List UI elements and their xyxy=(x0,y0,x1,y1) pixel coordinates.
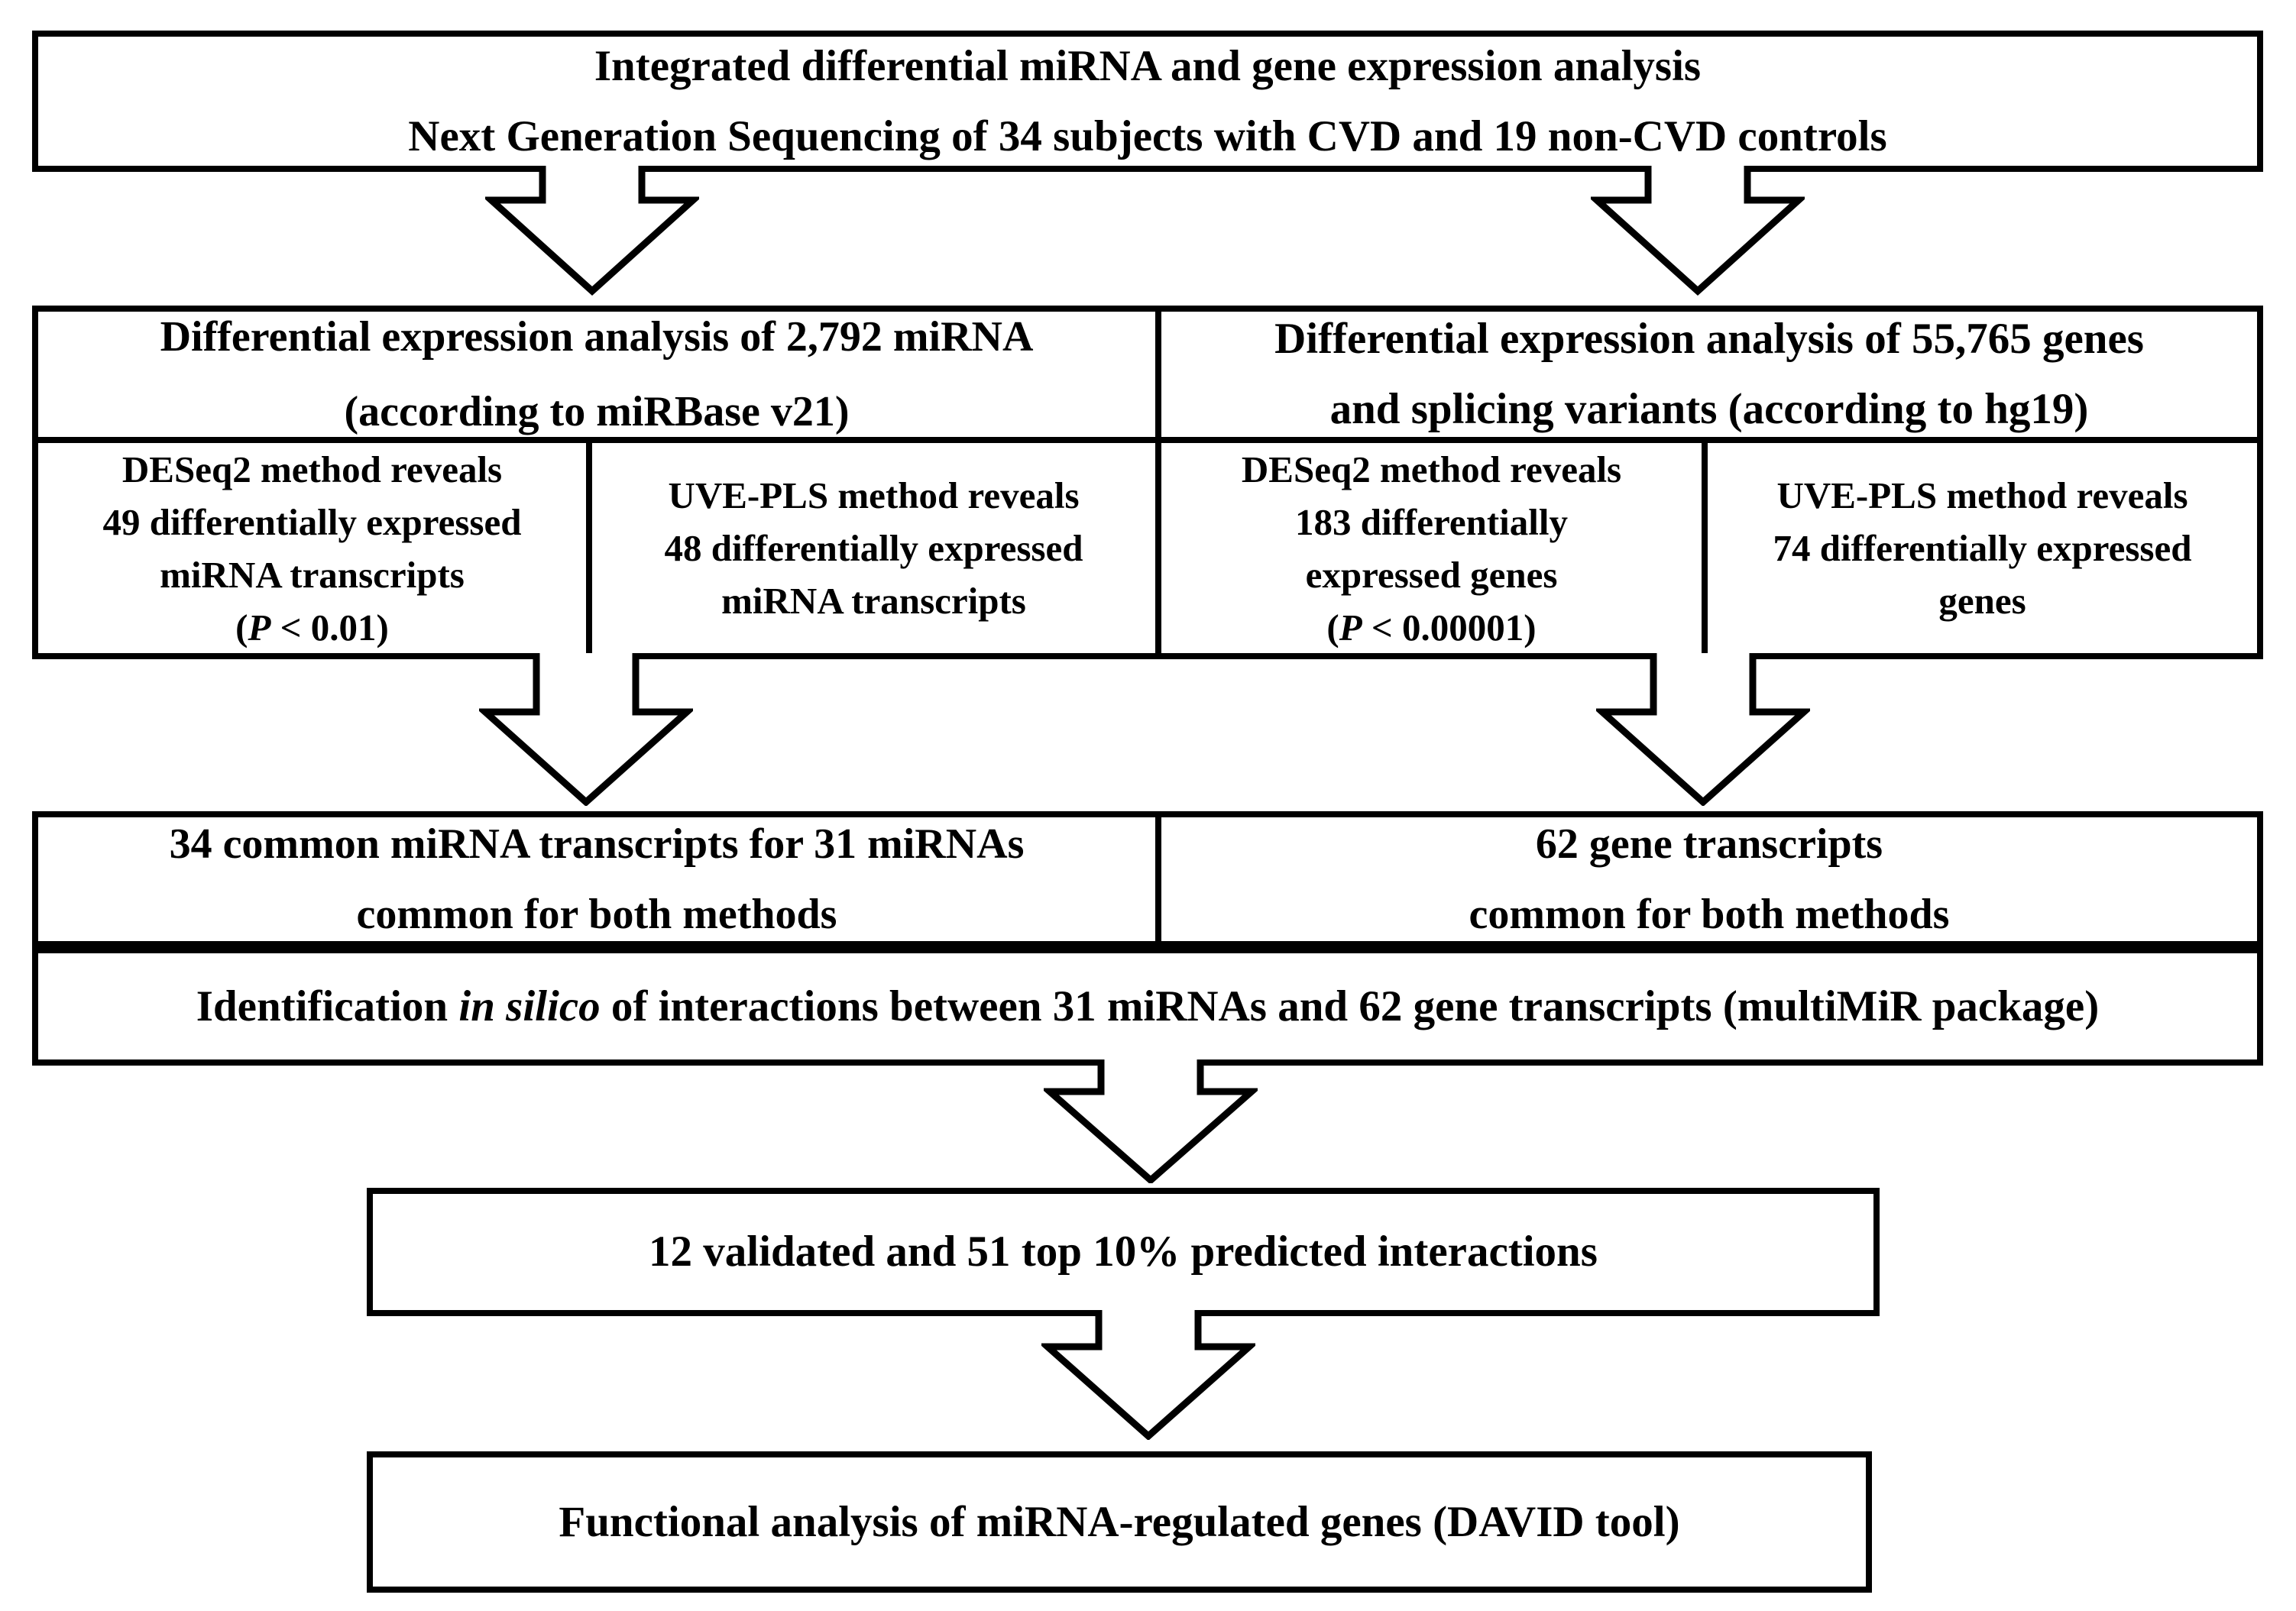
mirna-header-line1: Differential expression analysis of 2,79… xyxy=(160,313,1034,361)
down-arrow-icon xyxy=(1591,166,1805,296)
mirna-deseq2-pvalue: (P < 0.01) xyxy=(235,601,389,654)
pvalue-open: ( xyxy=(1326,606,1339,649)
genes-uvepls-box: UVE-PLS method reveals 74 differentially… xyxy=(1702,437,2263,659)
insilico-italic: in silico xyxy=(458,982,601,1030)
genes-uvepls-line1: UVE-PLS method reveals xyxy=(1776,474,2188,516)
top-box-line1: Integrated differential miRNA and gene e… xyxy=(594,41,1702,90)
down-arrow-icon xyxy=(1044,1059,1258,1183)
down-arrow-icon xyxy=(479,653,693,806)
mirna-common-line2: common for both methods xyxy=(356,891,837,938)
top-box: Integrated differential miRNA and gene e… xyxy=(32,31,2263,172)
validated-box: 12 validated and 51 top 10% predicted in… xyxy=(367,1188,1880,1316)
genes-deseq2-line2: 183 differentially xyxy=(1294,500,1569,543)
mirna-deseq2-line1: DESeq2 method reveals xyxy=(121,448,503,490)
genes-deseq2-box: DESeq2 method reveals 183 differentially… xyxy=(1155,437,1708,659)
genes-uvepls-line2: 74 differentially expressed xyxy=(1773,527,2192,569)
insilico-box: Identification in silico of interactions… xyxy=(32,947,2263,1066)
down-arrow-icon xyxy=(1041,1310,1255,1440)
pvalue-rest: < 0.00001) xyxy=(1362,606,1537,649)
genes-deseq2-pvalue: (P < 0.00001) xyxy=(1326,601,1536,654)
genes-header-box: Differential expression analysis of 55,7… xyxy=(1155,306,2263,443)
genes-deseq2-line3: expressed genes xyxy=(1305,553,1558,596)
mirna-uvepls-line2: 48 differentially expressed xyxy=(664,527,1083,569)
mirna-deseq2-line3: miRNA transcripts xyxy=(160,553,465,596)
insilico-line: Identification in silico of interactions… xyxy=(196,972,2099,1042)
mirna-deseq2-line2: 49 differentially expressed xyxy=(102,500,522,543)
pvalue-open: ( xyxy=(235,606,248,649)
mirna-uvepls-box: UVE-PLS method reveals 48 differentially… xyxy=(586,437,1161,659)
down-arrow-icon xyxy=(485,166,699,296)
functional-box: Functional analysis of miRNA-regulated g… xyxy=(367,1451,1872,1593)
insilico-post: of interactions between 31 miRNAs and 62… xyxy=(600,982,2100,1030)
functional-line: Functional analysis of miRNA-regulated g… xyxy=(559,1497,1680,1546)
genes-uvepls-line3: genes xyxy=(1938,580,2026,622)
genes-common-line2: common for both methods xyxy=(1469,891,1950,938)
pvalue-symbol: P xyxy=(248,606,271,649)
genes-header-line1: Differential expression analysis of 55,7… xyxy=(1274,315,2144,363)
genes-deseq2-line1: DESeq2 method reveals xyxy=(1241,448,1622,490)
top-box-line2: Next Generation Sequencing of 34 subject… xyxy=(408,112,1887,160)
pvalue-rest: < 0.01) xyxy=(270,606,389,649)
mirna-uvepls-line3: miRNA transcripts xyxy=(721,580,1026,622)
genes-common-box: 62 gene transcripts common for both meth… xyxy=(1155,811,2263,947)
mirna-header-line2: (according to miRBase v21) xyxy=(344,388,850,435)
validated-line: 12 validated and 51 top 10% predicted in… xyxy=(649,1228,1598,1276)
mirna-common-line1: 34 common miRNA transcripts for 31 miRNA… xyxy=(169,820,1025,868)
genes-header-line2: and splicing variants (according to hg19… xyxy=(1329,385,2089,433)
genes-common-line1: 62 gene transcripts xyxy=(1535,820,1883,868)
insilico-pre: Identification xyxy=(196,982,459,1030)
mirna-common-box: 34 common miRNA transcripts for 31 miRNA… xyxy=(32,811,1161,947)
mirna-deseq2-box: DESeq2 method reveals 49 differentially … xyxy=(32,437,592,659)
down-arrow-icon xyxy=(1596,653,1810,806)
mirna-uvepls-line1: UVE-PLS method reveals xyxy=(668,474,1080,516)
pvalue-symbol: P xyxy=(1339,606,1362,649)
mirna-header-box: Differential expression analysis of 2,79… xyxy=(32,306,1161,443)
